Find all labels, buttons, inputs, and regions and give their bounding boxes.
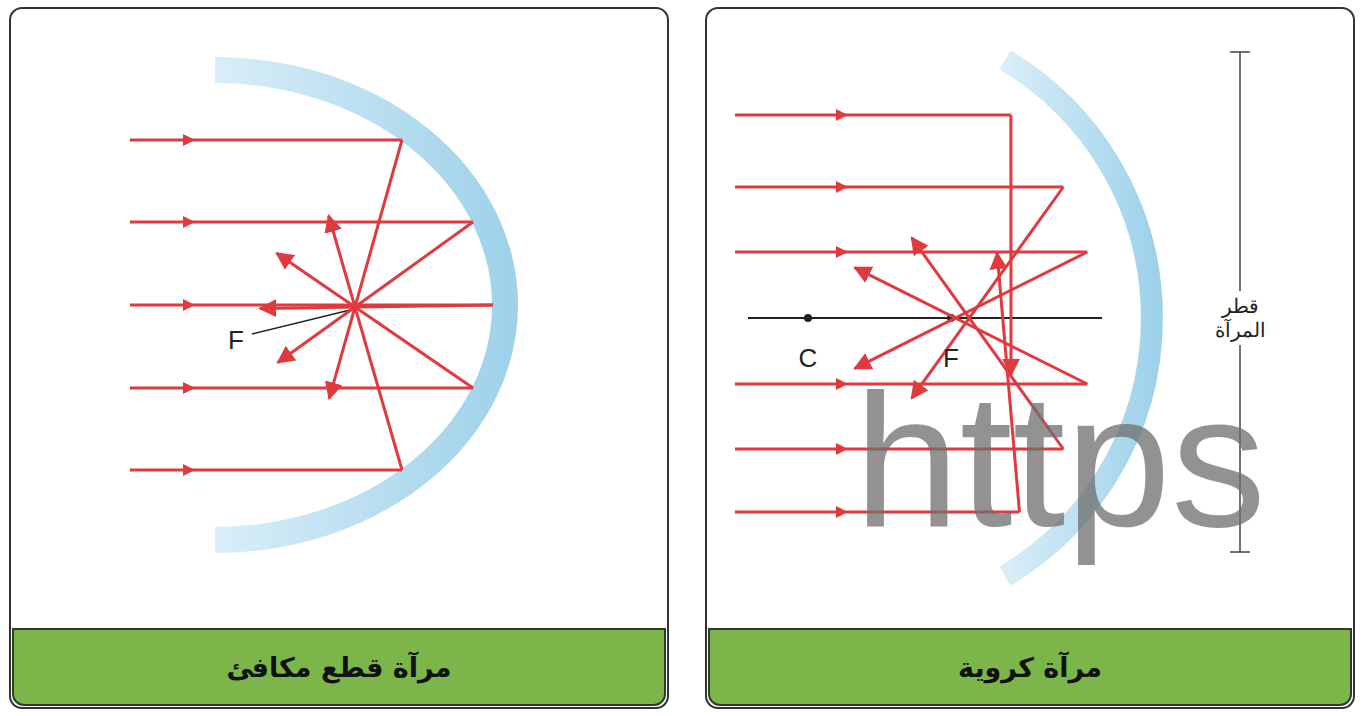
caption-text: مرآة كروية — [958, 652, 1102, 683]
light-ray — [277, 253, 473, 388]
light-ray — [1009, 115, 1012, 375]
ray-arrowhead — [836, 109, 848, 121]
light-ray — [329, 140, 402, 398]
watermark: https — [854, 365, 1266, 555]
light-ray — [130, 221, 473, 224]
panel-frame — [706, 8, 1354, 708]
ray-arrowhead — [836, 246, 848, 258]
caption-band: مرآة قطع مكافئ — [12, 628, 666, 706]
light-ray — [260, 305, 493, 308]
principal-axis — [748, 317, 1102, 319]
ray-arrowhead — [183, 134, 195, 146]
light-ray — [130, 387, 473, 390]
panel-frame — [10, 8, 668, 708]
light-ray — [735, 251, 1087, 254]
dimension-label: قطر المرآة — [1210, 291, 1270, 345]
caption-band: مرآة كروية — [708, 628, 1352, 706]
light-ray — [855, 252, 1088, 368]
ray-arrowhead — [183, 464, 195, 476]
light-ray — [130, 139, 402, 142]
ray-arrowhead — [836, 443, 848, 455]
light-ray — [130, 469, 402, 472]
ray-arrowhead — [836, 506, 848, 518]
ray-arrowhead — [183, 299, 195, 311]
diameter-bracket — [1230, 51, 1250, 53]
ray-arrowhead — [183, 382, 195, 394]
focus-label: F — [228, 325, 244, 356]
caption-text: مرآة قطع مكافئ — [227, 652, 452, 683]
center-point — [804, 314, 812, 322]
ray-arrowhead — [836, 378, 848, 390]
light-ray — [278, 222, 473, 363]
light-ray — [735, 186, 1063, 189]
light-ray — [329, 216, 402, 470]
ray-arrowhead — [183, 216, 195, 228]
center-label: C — [799, 343, 818, 374]
light-ray — [735, 114, 1011, 117]
ray-arrowhead — [836, 181, 848, 193]
